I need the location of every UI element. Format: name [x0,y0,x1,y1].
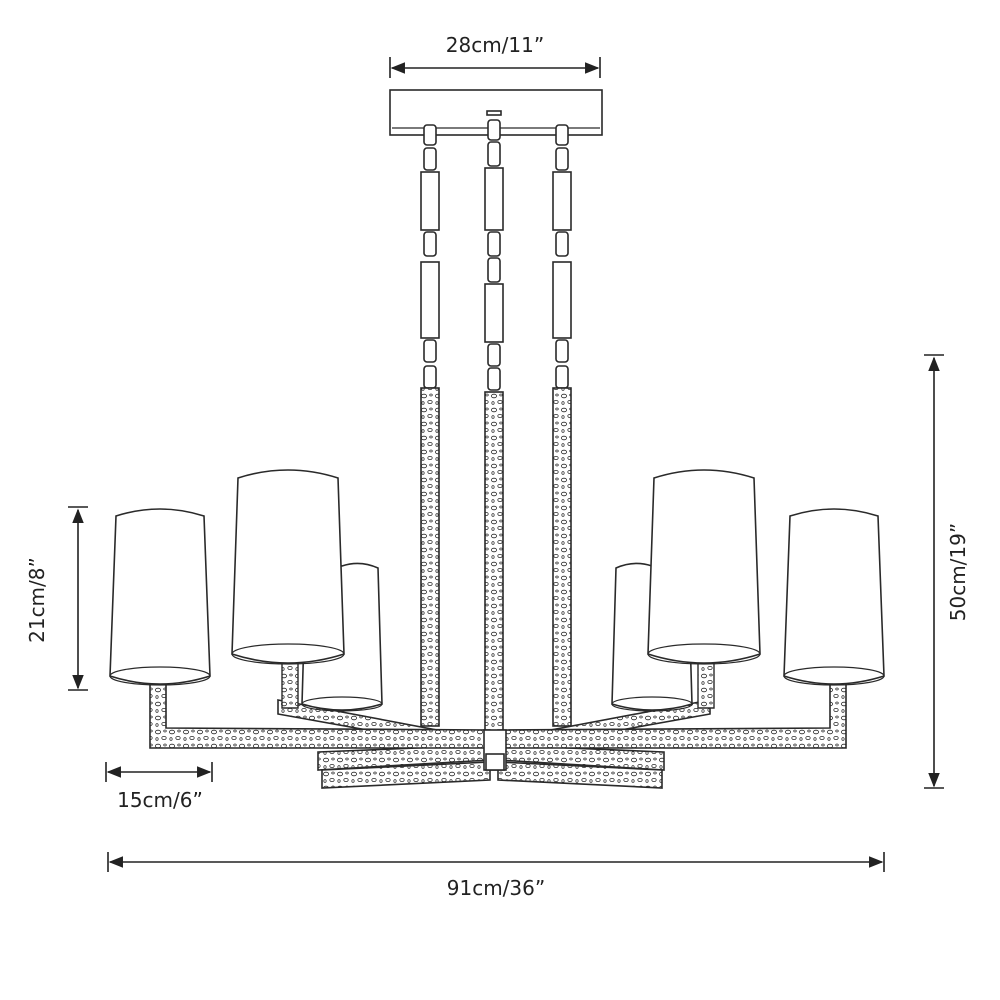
canopy-dimension-line [389,57,601,78]
arm-length-dimension-line [105,762,213,782]
overall-height-label: 50cm/19” [946,522,970,622]
overall-height-dimension-line [924,354,944,789]
shade-height-dimension-line [68,506,88,691]
chain-left [420,124,440,389]
shade-height-label: 21cm/8” [25,557,49,643]
central-hub [483,729,507,771]
shade-middle-right [647,469,761,709]
shade-middle-left [231,469,345,709]
overall-width-dimension-line [107,852,885,872]
shade-front-left [109,508,211,686]
chain-right [552,124,572,389]
overall-width-label: 91cm/36” [446,876,546,900]
shade-front-right [783,508,885,686]
chain-center [484,119,504,391]
stems [420,387,572,733]
arm-length-label: 15cm/6” [117,788,203,812]
canopy-width-label: 28cm/11” [445,33,545,57]
